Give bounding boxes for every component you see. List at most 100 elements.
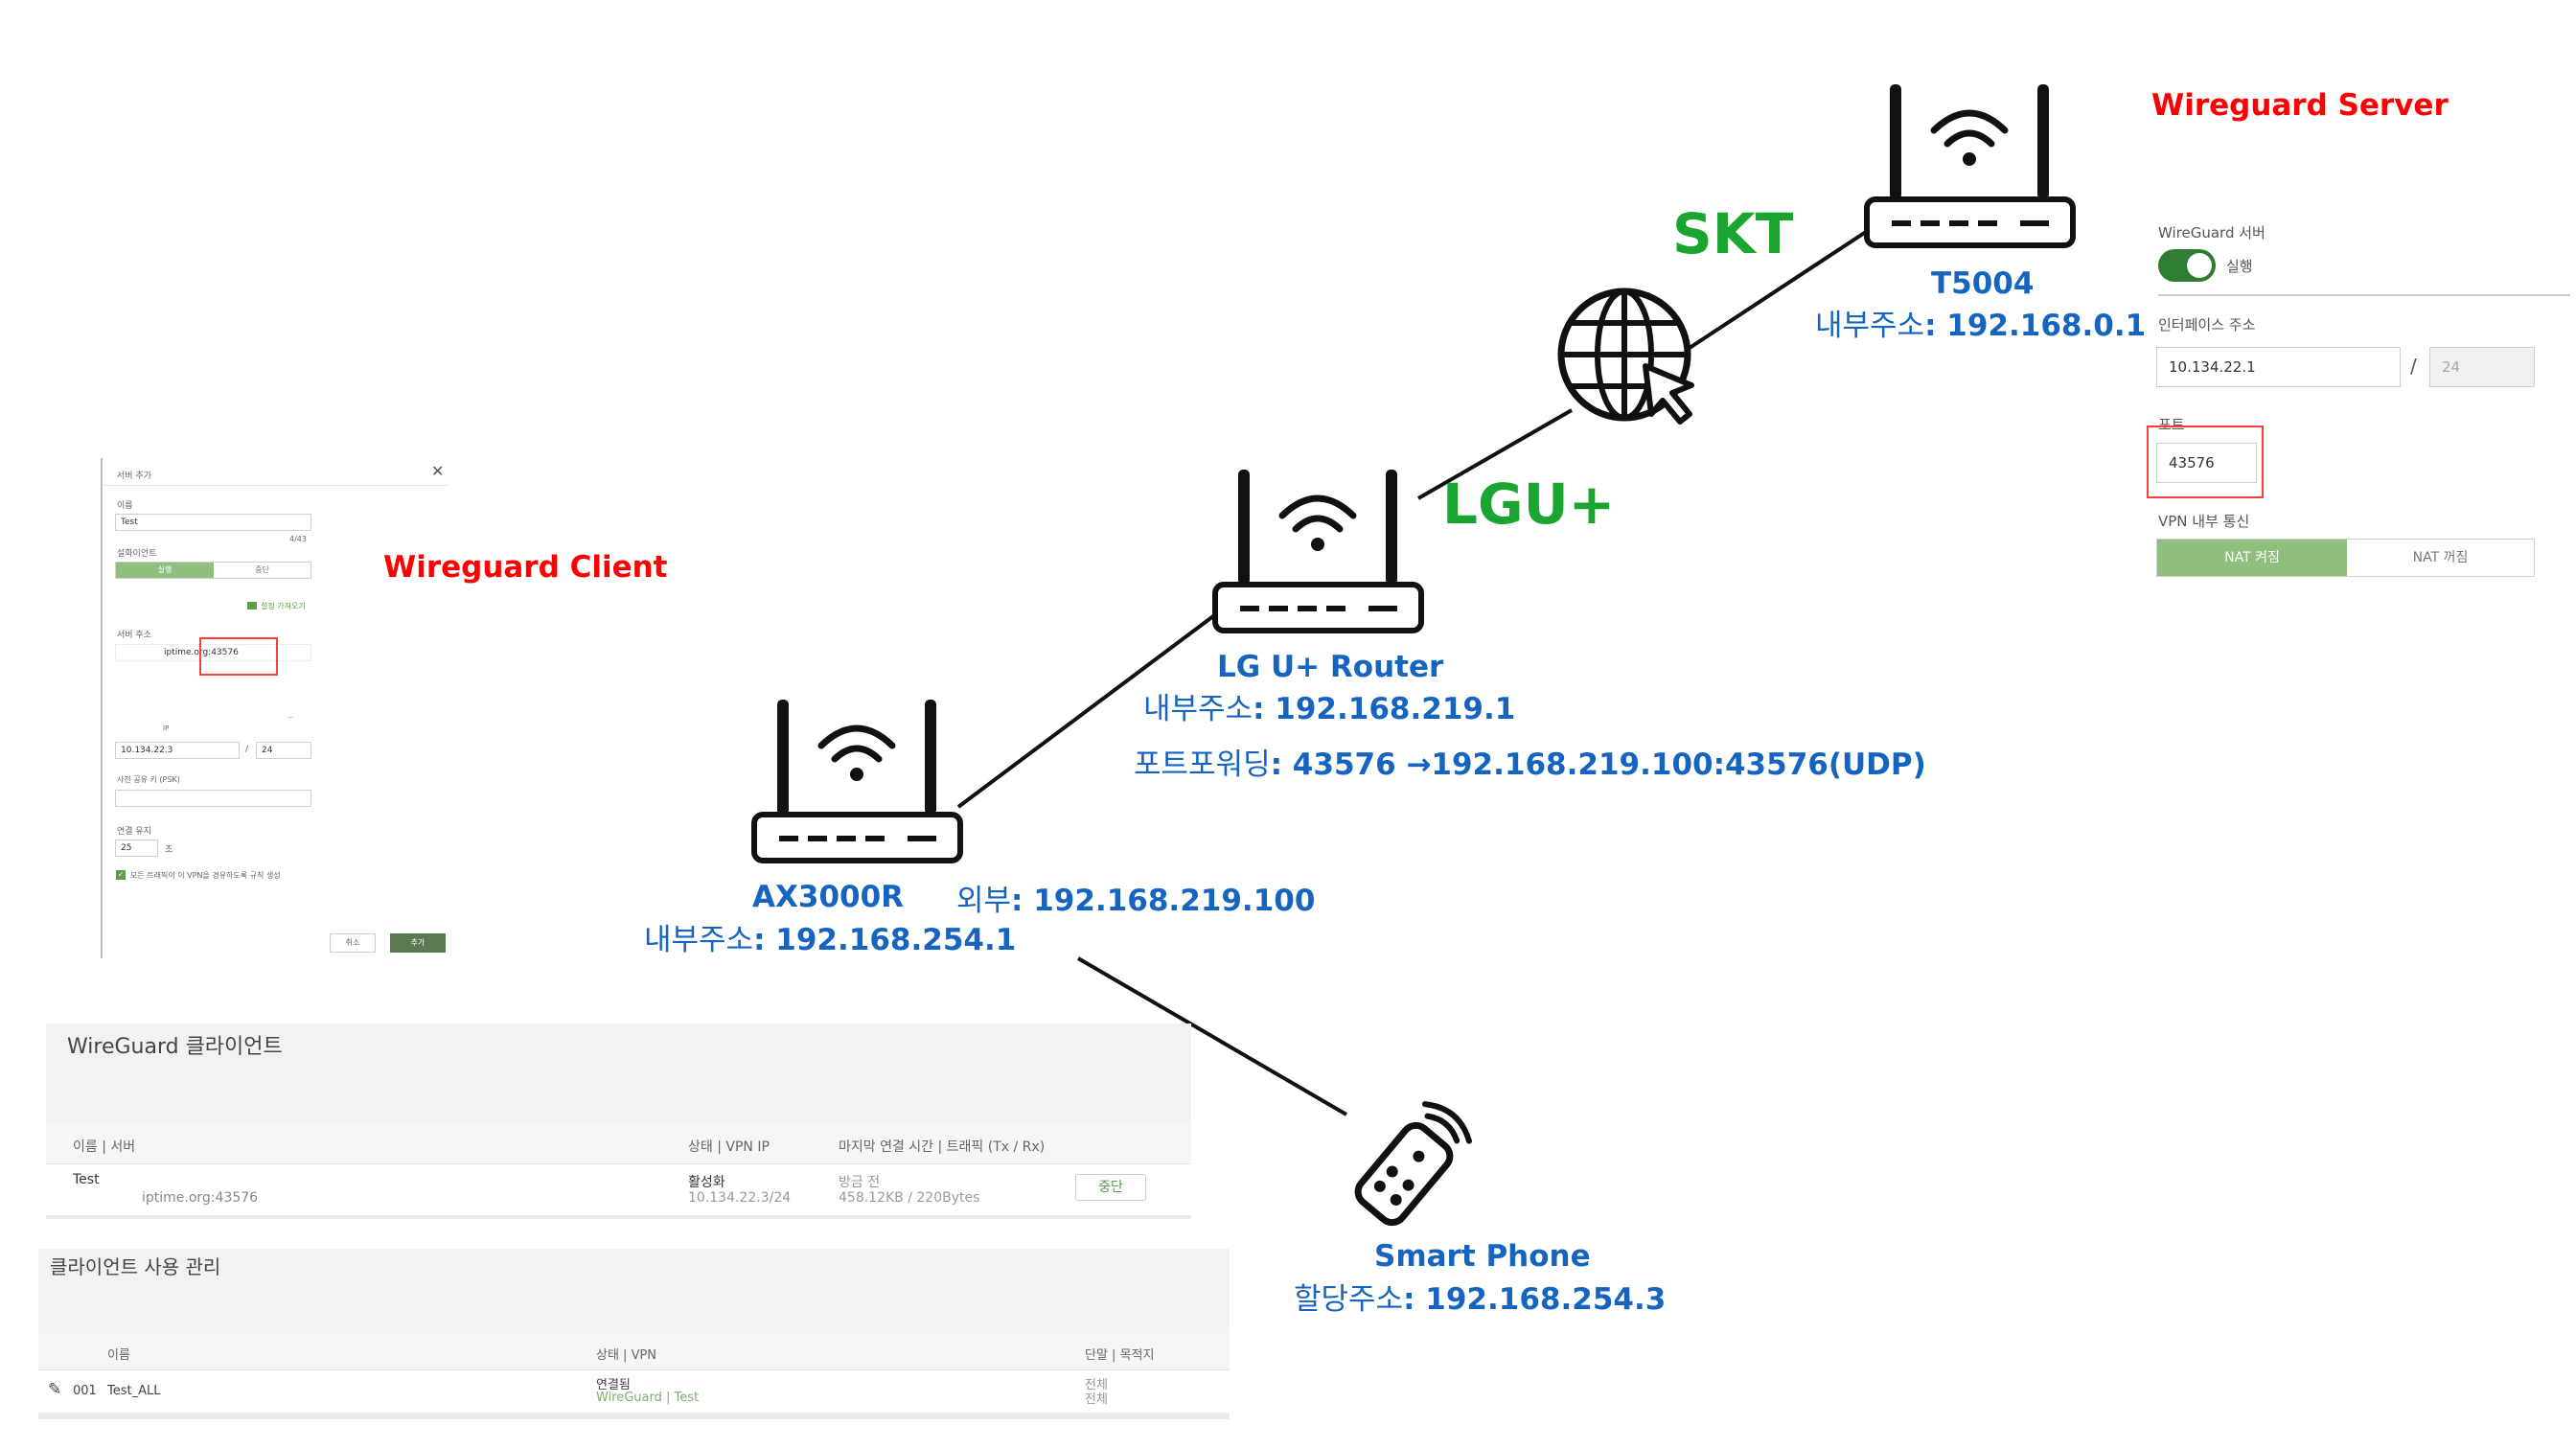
psk-label: 사전 공유 키 (PSK) — [117, 775, 180, 784]
server-divider — [2158, 294, 2570, 296]
mgmt-title: 클라이언트 사용 관리 — [50, 1255, 221, 1278]
ax3000r-external: 외부: 192.168.219.100 — [956, 884, 1316, 918]
mgmt-col-name: 이름 — [107, 1348, 130, 1363]
wg-col-last: 마지막 연결 시간 | 트래픽 (Tx / Rx) — [839, 1139, 1046, 1155]
mgmt-row-name: Test_ALL — [107, 1384, 161, 1398]
client-title: Wireguard Client — [383, 550, 668, 585]
link-lg-ax3000r — [956, 611, 1219, 809]
ip-input[interactable]: 10.134.22.3 — [115, 742, 240, 759]
mgmt-table-bottom — [38, 1413, 1230, 1419]
mgmt-row-dest1: 전체 — [1085, 1378, 1108, 1392]
link-t5004-globe — [1685, 228, 1871, 352]
t5004-address: 내부주소: 192.168.0.1 — [1815, 309, 2147, 343]
iface-mask-input[interactable]: 24 — [2429, 347, 2535, 387]
wg-clients-header-panel — [46, 1024, 1191, 1121]
mgmt-col-dest: 단말 | 목적지 — [1085, 1348, 1155, 1363]
wg-row-vpnip: 10.134.22.3/24 — [688, 1190, 792, 1206]
run-off-button[interactable]: 중단 — [255, 565, 269, 574]
port-input[interactable]: 43576 — [2156, 443, 2257, 483]
list-item[interactable]: ✎ 001 Test_ALL 연결됨 WireGuard | Test 전체 전… — [38, 1370, 1230, 1413]
dialog-header-divider — [104, 485, 448, 486]
nat-on-button[interactable]: NAT 켜짐 — [2157, 540, 2347, 576]
ax3000r-name: AX3000R — [752, 880, 905, 914]
wg-row-traffic: 458.12KB / 220Bytes — [839, 1190, 980, 1206]
router-icon-t5004 — [1864, 84, 2076, 248]
router-icon-lg — [1212, 470, 1424, 633]
keepalive-input[interactable]: 25 — [115, 840, 158, 857]
wg-row-server: iptime.org:43576 — [142, 1190, 259, 1206]
import-settings-link[interactable]: 설정 가져오기 — [261, 602, 306, 610]
wg-col-state: 상태 | VPN IP — [688, 1139, 770, 1155]
ip-slash: / — [245, 745, 249, 754]
nat-segmented: NAT 켜짐 NAT 꺼짐 — [2156, 539, 2535, 577]
add-button[interactable]: 추가 — [390, 933, 446, 953]
isp-skt-label: SKT — [1672, 201, 1794, 266]
vpn-internal-label: VPN 내부 통신 — [2158, 513, 2250, 530]
run-segmented: 실행 중단 — [115, 562, 311, 579]
mgmt-col-state: 상태 | VPN — [596, 1348, 657, 1363]
server-addr-highlight — [199, 637, 278, 676]
ax3000r-address: 내부주소: 192.168.254.1 — [644, 923, 1017, 957]
wg-row-divider-top — [46, 1163, 1191, 1164]
mgmt-row-dest2: 전체 — [1085, 1392, 1108, 1407]
lg-router-name: LG U+ Router — [1217, 650, 1444, 684]
mgmt-colheaders — [38, 1333, 1230, 1369]
phone-address: 할당주소: 192.168.254.3 — [1294, 1282, 1667, 1317]
dialog-title: 서버 추가 — [117, 472, 151, 481]
link-ax3000r-phone — [1076, 956, 1348, 1116]
psk-input[interactable] — [115, 790, 311, 807]
ip-mask-input[interactable]: 24 — [256, 742, 311, 759]
route-all-checkbox[interactable]: ✓ — [116, 870, 126, 880]
table-row[interactable]: Test iptime.org:43576 활성화 10.134.22.3/24… — [46, 1164, 1191, 1216]
ip-label: IP — [163, 724, 170, 732]
isp-lgu-label: LGU+ — [1442, 472, 1616, 537]
lg-router-address: 내부주소: 192.168.219.1 — [1143, 692, 1516, 726]
stop-button[interactable]: 중단 — [1075, 1174, 1146, 1201]
run-on-button[interactable]: 실행 — [116, 563, 214, 578]
wg-server-label: WireGuard 서버 — [2158, 224, 2266, 242]
server-title: Wireguard Server — [2151, 88, 2449, 123]
wg-table-bottom — [46, 1215, 1191, 1219]
iface-slash: / — [2410, 355, 2417, 378]
port-label: 포트 — [2158, 416, 2185, 433]
close-icon[interactable]: ✕ — [431, 462, 445, 480]
wg-col-name: 이름 | 서버 — [73, 1139, 136, 1155]
lg-port-forwarding: 포트포워딩: 43576 →192.168.219.100:43576(UDP) — [1134, 748, 1926, 782]
keepalive-label: 연결 유지 — [117, 827, 151, 837]
import-icon — [247, 602, 257, 610]
nat-off-button[interactable]: NAT 꺼짐 — [2412, 550, 2469, 565]
edit-pencil-icon[interactable]: ✎ — [48, 1380, 62, 1399]
server-toggle[interactable] — [2158, 249, 2216, 282]
key-count: ··· — [288, 714, 294, 722]
name-label: 이름 — [117, 501, 133, 511]
globe-icon — [1557, 288, 1694, 425]
t5004-name: T5004 — [1931, 266, 2035, 301]
wg-clients-colheaders — [46, 1121, 1191, 1163]
server-addr-label: 서버 주소 — [117, 631, 151, 640]
mgmt-row-no: 001 — [73, 1384, 97, 1398]
mgmt-row-vpn: WireGuard | Test — [596, 1391, 700, 1405]
route-all-label: 모든 트래픽이 이 VPN을 경유하도록 규칙 생성 — [130, 871, 281, 880]
mgmt-header-panel — [38, 1249, 1230, 1333]
mgmt-row-state: 연결됨 — [596, 1378, 631, 1392]
phone-icon — [1354, 1101, 1472, 1227]
iface-label: 인터페이스 주소 — [2158, 316, 2256, 334]
wg-row-mask — [65, 1189, 142, 1210]
wg-row-last: 방금 전 — [839, 1175, 881, 1190]
name-count: 4/43 — [289, 535, 307, 543]
wg-row-name: Test — [73, 1172, 100, 1187]
mgmt-row-divider — [38, 1369, 1230, 1370]
iface-input[interactable]: 10.134.22.1 — [2156, 347, 2401, 387]
cancel-button[interactable]: 취소 — [330, 933, 376, 953]
run-label: 설화이언트 — [117, 549, 157, 559]
wg-row-state: 활성화 — [688, 1175, 725, 1190]
router-icon-ax3000r — [751, 700, 963, 863]
dialog-left-border — [101, 458, 103, 958]
wg-clients-title: WireGuard 클라이언트 — [67, 1035, 283, 1059]
keepalive-unit: 초 — [165, 845, 173, 855]
phone-name: Smart Phone — [1374, 1239, 1591, 1274]
name-input[interactable]: Test — [115, 514, 311, 531]
link-globe-lg — [1417, 408, 1573, 500]
port-highlight — [2147, 426, 2264, 498]
